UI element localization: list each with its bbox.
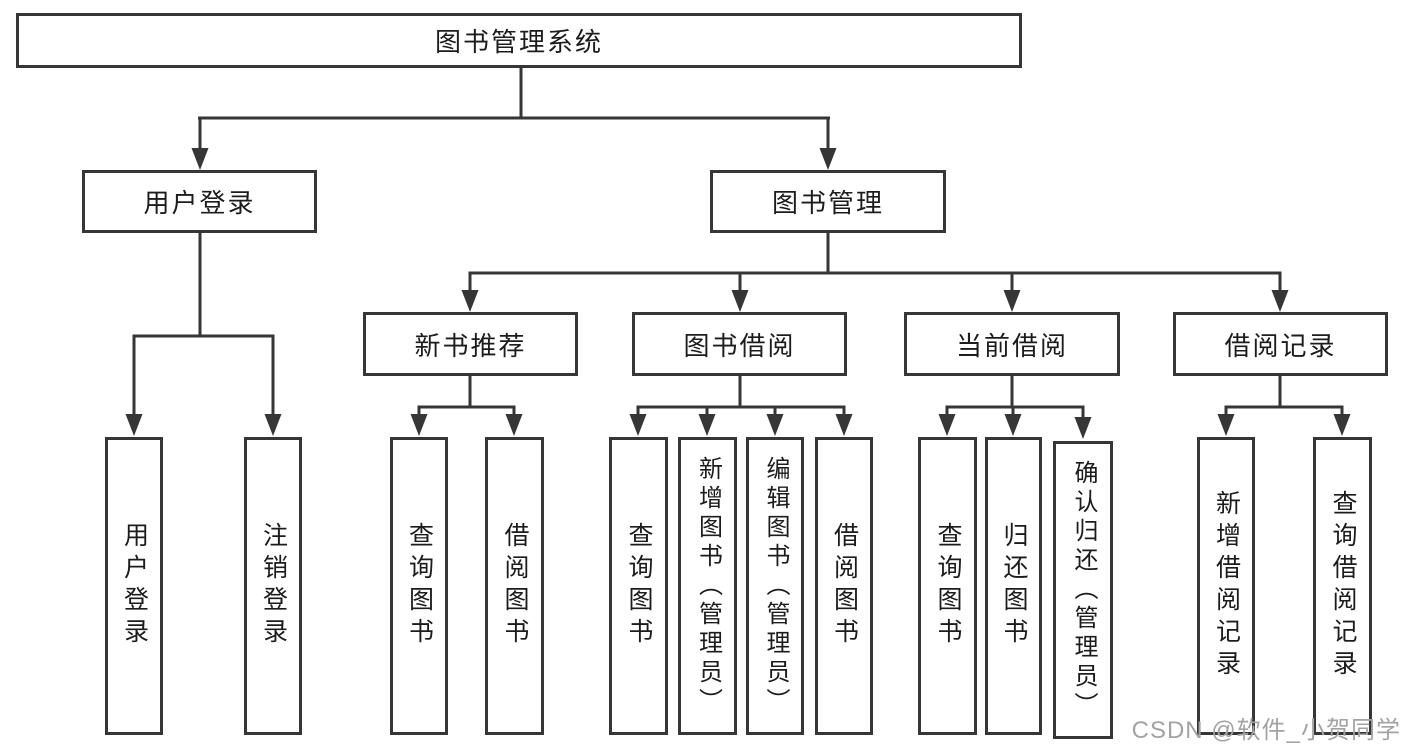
node-label: 注销登录 <box>259 522 288 650</box>
node-label: 新书推荐 <box>414 330 527 361</box>
node-label: 用户登录 <box>143 188 256 218</box>
node-label: 借阅图书 <box>830 522 859 650</box>
node-label: 归还图书 <box>1000 522 1028 650</box>
leaf-cb-confirm-return: 确认归还（管理员） <box>1053 441 1113 739</box>
node-root: 图书管理系统 <box>16 13 1022 68</box>
leaf-user-login: 用户登录 <box>105 437 163 735</box>
connector-root <box>191 68 837 170</box>
leaf-cb-query-book: 查询图书 <box>918 437 977 735</box>
node-label: 当前借阅 <box>955 330 1068 361</box>
node-label: 图书管理系统 <box>434 27 603 57</box>
node-label: 确认归还（管理员） <box>1070 459 1097 721</box>
node-borrow-record: 借阅记录 <box>1173 312 1388 376</box>
node-label: 查询图书 <box>405 522 434 650</box>
node-label: 编辑图书（管理员） <box>762 455 789 717</box>
connector-book-borrow <box>629 376 853 436</box>
node-label: 图书管理 <box>771 188 884 218</box>
node-label: 借阅记录 <box>1224 330 1337 361</box>
leaf-br-query-record: 查询借阅记录 <box>1313 437 1372 735</box>
connector-borrow-record <box>1217 376 1351 436</box>
node-book-borrow: 图书借阅 <box>632 312 847 376</box>
node-label: 用户登录 <box>120 522 149 650</box>
leaf-nbr-borrow-book: 借阅图书 <box>485 437 544 735</box>
csdn-watermark: CSDN @软件_小贺同学 <box>1131 717 1401 744</box>
node-label: 新增图书（管理员） <box>694 455 722 717</box>
node-current-borrow: 当前借阅 <box>904 312 1120 376</box>
leaf-bb-add-book: 新增图书（管理员） <box>678 437 737 735</box>
node-label: 图书借阅 <box>683 330 796 361</box>
connector-current-borrow <box>938 376 1092 439</box>
node-label: 查询图书 <box>934 522 962 650</box>
node-label: 借阅图书 <box>501 522 529 650</box>
leaf-bb-query-book: 查询图书 <box>609 437 668 735</box>
leaf-bb-borrow-book: 借阅图书 <box>815 437 873 735</box>
connector-book-management <box>461 233 1289 312</box>
node-user-login: 用户登录 <box>82 170 317 233</box>
leaf-logout: 注销登录 <box>244 437 302 735</box>
leaf-nbr-query-book: 查询图书 <box>390 437 448 735</box>
node-book-management: 图书管理 <box>710 170 946 233</box>
node-label: 新增借阅记录 <box>1212 490 1241 682</box>
leaf-bb-edit-book: 编辑图书（管理员） <box>746 437 804 735</box>
connector-new-book-recommend <box>410 376 523 436</box>
node-label: 查询图书 <box>625 522 653 650</box>
leaf-br-add-record: 新增借阅记录 <box>1197 437 1255 735</box>
leaf-cb-return-book: 归还图书 <box>985 437 1042 735</box>
node-label: 查询借阅记录 <box>1329 490 1357 682</box>
connector-user-login <box>125 233 282 436</box>
node-new-book-recommend: 新书推荐 <box>363 312 578 376</box>
